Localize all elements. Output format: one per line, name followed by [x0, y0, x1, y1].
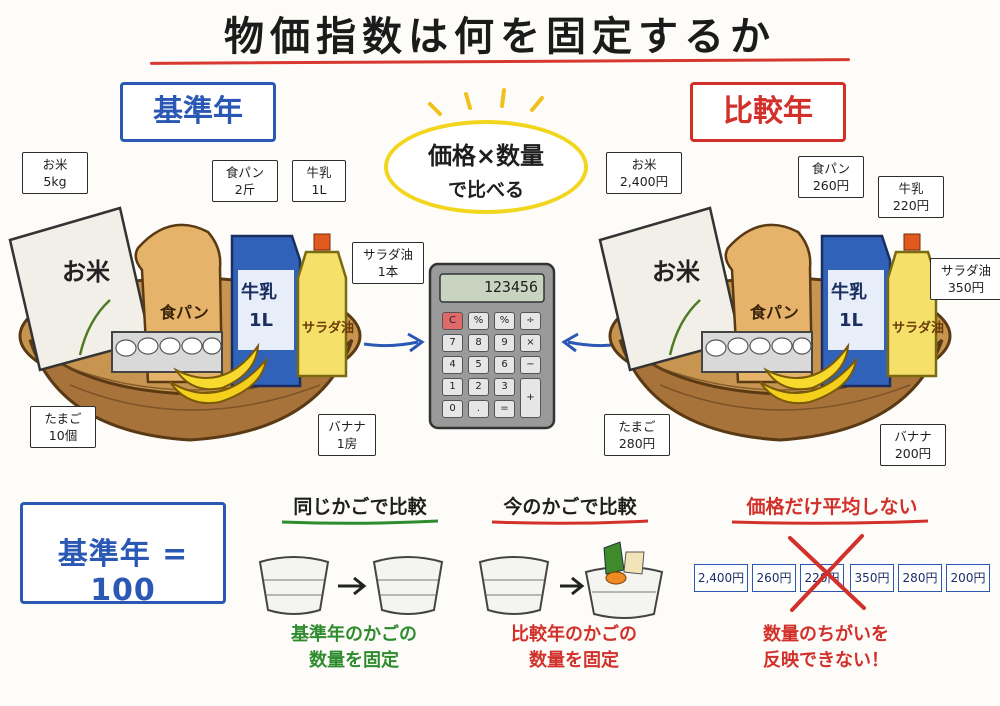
calculator-display: 123456 — [483, 278, 538, 296]
section-current-underline — [491, 519, 649, 525]
arrow-right-icon — [363, 332, 425, 353]
current-baskets-icon — [478, 541, 664, 619]
oil-label: サラダ油 — [302, 320, 354, 336]
price-quantity-bubble: 価格×数量 で比べる — [384, 120, 588, 214]
base-tag-bread: 食パン 2斤 — [212, 160, 278, 202]
base-tag-banana: バナナ 1房 — [318, 414, 376, 456]
rice-bag-label: お米 — [652, 258, 700, 286]
banana-icon — [759, 342, 858, 404]
base-tag-milk: 牛乳 1L — [292, 160, 346, 202]
calc-key: 1 — [442, 378, 463, 396]
comparison-year-label: 比較年 — [690, 82, 846, 142]
comp-tag-bread: 食パン 260円 — [798, 156, 864, 198]
price-box: 2,400円 — [694, 564, 748, 592]
calc-key: 3 — [494, 378, 515, 396]
bubble-line2: で比べる — [447, 179, 524, 201]
base-year-label: 基準年 — [120, 82, 276, 142]
comp-tag-milk: 牛乳 220円 — [878, 176, 944, 218]
banana-icon — [169, 342, 268, 404]
oil-bottle-icon — [296, 250, 348, 378]
milk-size-label: 1L — [249, 310, 273, 331]
base-tag-oil: サラダ油 1本 — [352, 242, 424, 284]
calc-key: + — [520, 378, 541, 418]
bread-label: 食パン — [159, 303, 209, 322]
section-same-caption: 基準年のかごの 数量を固定 — [291, 624, 417, 671]
cross-icon — [788, 534, 866, 612]
index-box-text: 基準年 = 100 — [57, 537, 189, 608]
oil-label: サラダ油 — [892, 320, 944, 336]
comp-tag-banana: バナナ 200円 — [880, 424, 946, 466]
calc-key: × — [520, 334, 541, 352]
calc-key: C — [442, 312, 463, 330]
same-baskets-icon — [258, 556, 444, 615]
base-year-basket-illustration: お米 食パン 牛乳 1L サラダ油 — [8, 206, 362, 442]
section-avg-underline — [731, 519, 929, 525]
section-avg-caption: 数量のちがいを 反映できない！ — [763, 624, 889, 671]
comp-tag-eggs: たまご 280円 — [604, 414, 670, 456]
milk-label: 牛乳 — [831, 281, 867, 303]
calc-key: 6 — [494, 356, 515, 374]
base-tag-eggs: たまご 10個 — [30, 406, 96, 448]
milk-size-label: 1L — [839, 310, 863, 331]
comp-tag-oil: サラダ油 350円 — [930, 258, 1000, 300]
price-box: 260円 — [752, 564, 796, 592]
calc-key: ÷ — [520, 312, 541, 330]
bread-label: 食パン — [749, 303, 799, 322]
calc-key: % — [468, 312, 489, 330]
price-box: 200円 — [946, 564, 990, 592]
comp-tag-rice: お米 2,400円 — [606, 152, 682, 194]
section-avg-heading: 価格だけ平均しない — [746, 496, 918, 518]
sunburst-icon — [428, 88, 544, 116]
section-same-heading: 同じかごで比較 — [293, 496, 427, 518]
calc-key: 2 — [468, 378, 489, 396]
calc-key: % — [494, 312, 515, 330]
calc-key: 5 — [468, 356, 489, 374]
comparison-year-basket-illustration: お米 食パン 牛乳 1L サラダ油 — [598, 206, 952, 442]
calculator: 123456 C % % ÷ 7 8 9 × 4 5 6 − 1 2 3 + 0… — [428, 262, 556, 430]
calc-key: 8 — [468, 334, 489, 352]
page-title: 物価指数は何を固定するか — [224, 14, 776, 60]
calc-key: 4 — [442, 356, 463, 374]
calc-key: 7 — [442, 334, 463, 352]
calc-key: = — [494, 400, 515, 418]
section-current-caption: 比較年のかごの 数量を固定 — [511, 624, 637, 671]
rice-bag-label: お米 — [62, 258, 110, 286]
calc-key: 9 — [494, 334, 515, 352]
section-same-underline — [281, 519, 439, 525]
calc-key: − — [520, 356, 541, 374]
bubble-line1: 価格×数量 — [427, 142, 545, 170]
milk-label: 牛乳 — [241, 281, 277, 303]
price-box: 280円 — [898, 564, 942, 592]
calc-key: 0 — [442, 400, 463, 418]
calc-key: . — [468, 400, 489, 418]
index-box: 基準年 = 100 — [20, 502, 226, 608]
base-tag-rice: お米 5kg — [22, 152, 88, 194]
price-box: 350円 — [850, 564, 894, 592]
oil-bottle-icon — [886, 250, 938, 378]
section-current-heading: 今のかごで比較 — [503, 496, 637, 518]
